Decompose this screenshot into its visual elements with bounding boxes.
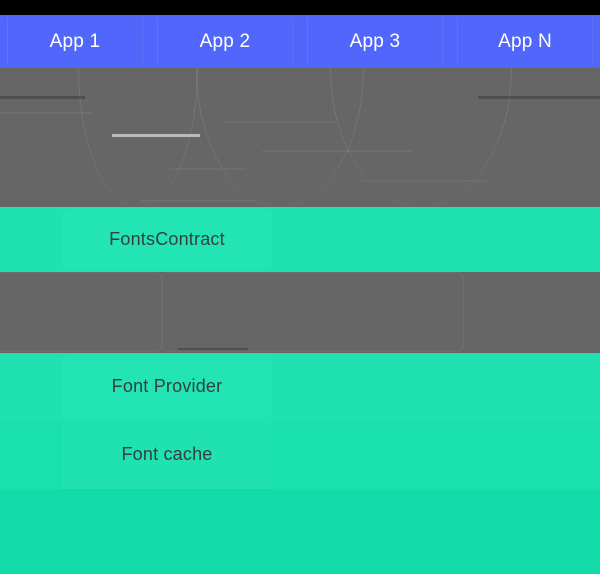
blurred-region-middle [0, 272, 600, 353]
blur-smear-6 [168, 168, 246, 170]
blur-smear-9 [360, 180, 490, 182]
app-tab-2[interactable]: App 2 [150, 15, 300, 68]
band-segment-right [272, 207, 600, 272]
blurred-card-edge-right [162, 272, 464, 352]
card-fontscontract[interactable]: FontsContract [62, 209, 272, 270]
layer-band-fontscontract: FontsContract [0, 207, 600, 272]
card-font-provider[interactable]: Font Provider [62, 355, 272, 418]
blur-smear-5 [222, 121, 334, 123]
app-tab-2-label: App 2 [199, 30, 251, 52]
blur-smear-1 [0, 96, 85, 99]
funnel-stroke-left [78, 68, 198, 207]
app-tab-n[interactable]: App N [450, 15, 600, 68]
app-tab-3-label: App 3 [349, 30, 401, 52]
blur-smear-10 [178, 348, 248, 350]
card-font-cache[interactable]: Font cache [62, 422, 272, 487]
card-fontscontract-label: FontsContract [109, 229, 225, 249]
band-segment-right [272, 420, 600, 489]
band-segment-right [272, 353, 600, 420]
card-font-cache-label: Font cache [121, 444, 213, 464]
blur-smear-8 [140, 200, 256, 202]
app-tab-1[interactable]: App 1 [0, 15, 150, 68]
blur-smear-7 [262, 150, 412, 152]
blur-smear-3 [112, 134, 200, 137]
layer-band-font-cache: Font cache [0, 420, 600, 489]
layer-band-font-provider: Font Provider [0, 353, 600, 420]
band-segment-left [0, 207, 62, 272]
funnel-stroke-right [330, 68, 512, 207]
app-tab-strip: App 1 App 2 App 3 App N [0, 15, 600, 68]
blur-smear-4 [0, 112, 92, 114]
card-font-provider-label: Font Provider [111, 376, 223, 396]
band-segment-left [0, 353, 62, 420]
blurred-card-edge-left [0, 272, 162, 352]
funnel-stroke-center [196, 68, 364, 207]
app-tab-1-label: App 1 [49, 30, 101, 52]
top-letterbox [0, 0, 600, 15]
bottom-green-area [0, 489, 600, 574]
band-segment-left [0, 420, 62, 489]
app-tab-3[interactable]: App 3 [300, 15, 450, 68]
blur-smear-2 [478, 96, 600, 99]
app-tab-n-label: App N [498, 30, 552, 52]
blurred-region-upper [0, 68, 600, 207]
